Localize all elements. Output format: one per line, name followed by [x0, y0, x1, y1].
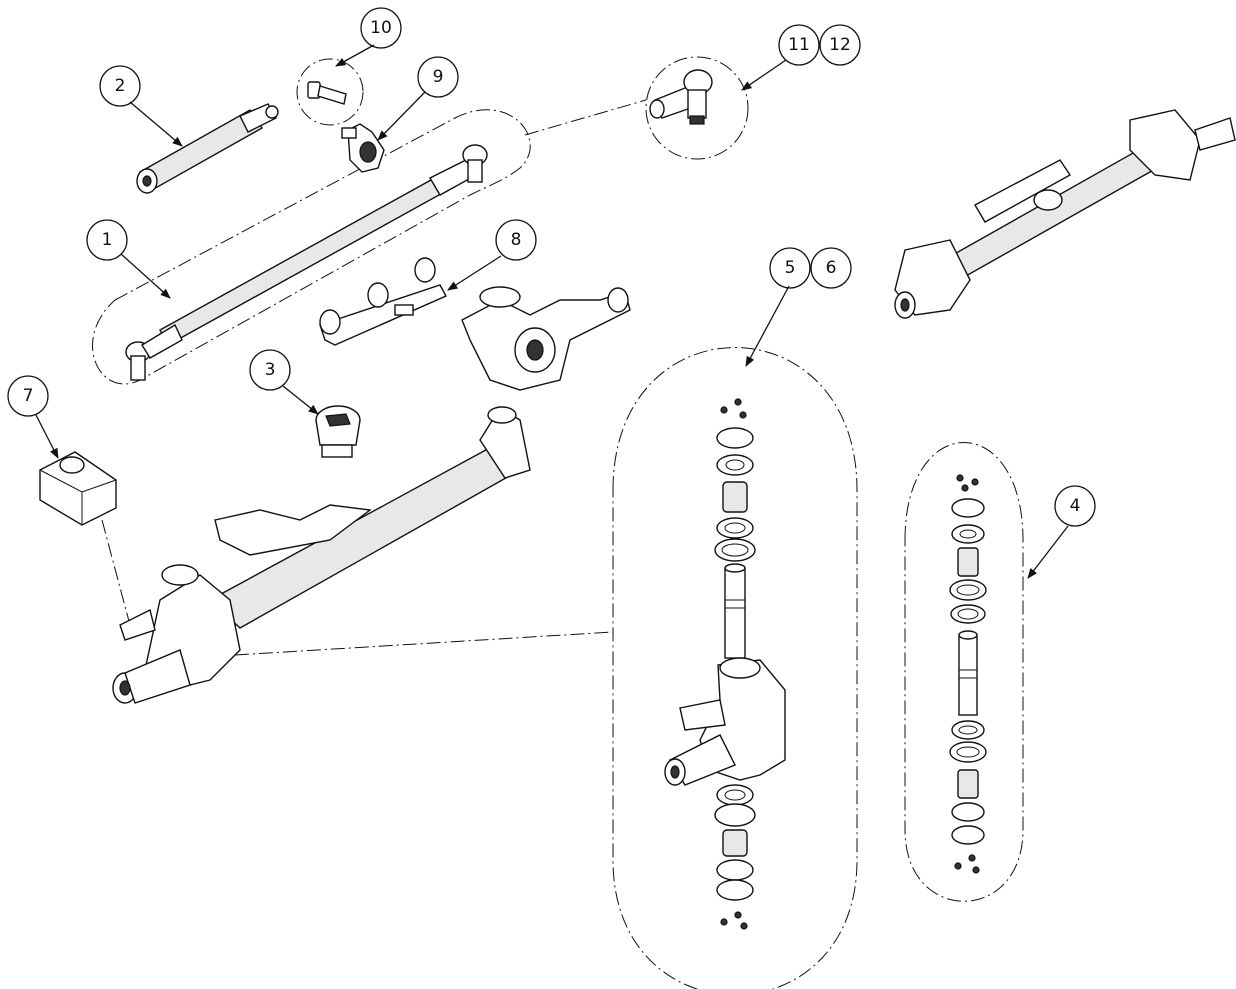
- callout-10: 10: [360, 7, 402, 49]
- leader-c7: [35, 414, 59, 459]
- part-bumper-block: [39, 451, 117, 526]
- svg-text:5: 5: [785, 258, 796, 278]
- callout-2: 2: [99, 65, 141, 107]
- svg-text:10: 10: [370, 18, 392, 38]
- svg-text:2: 2: [115, 76, 126, 96]
- leader-c3: [282, 385, 319, 415]
- callout-7: 7: [7, 375, 49, 417]
- part-knuckle-assembly: [461, 286, 631, 391]
- callout-4: 4: [1054, 485, 1096, 527]
- leader-bumper: [101, 519, 131, 626]
- svg-text:1: 1: [102, 230, 113, 250]
- detail-outline-kingpin-kit-a: [612, 347, 858, 989]
- part-steering-bracket: [319, 257, 447, 346]
- leader-c5: [745, 285, 790, 367]
- svg-text:11: 11: [788, 35, 810, 55]
- svg-text:12: 12: [829, 35, 851, 55]
- leader-kingpin: [234, 631, 614, 656]
- svg-text:7: 7: [23, 386, 34, 406]
- callout-12: 12: [819, 24, 861, 66]
- detail-outline-tie-rod: [92, 109, 531, 385]
- callout-11: 11: [778, 24, 820, 66]
- leader-tie-rod-end: [524, 99, 647, 136]
- part-tie-rod: [125, 144, 488, 381]
- callout-8: 8: [495, 219, 537, 261]
- svg-text:4: 4: [1070, 496, 1081, 516]
- callout-1: 1: [86, 219, 128, 261]
- part-assembled-axle: [894, 109, 1236, 319]
- part-kingpin-kit-b: [949, 474, 987, 874]
- callout-9: 9: [417, 56, 459, 98]
- part-front-axle: [112, 406, 531, 704]
- svg-text:9: 9: [433, 67, 444, 87]
- leader-c2: [129, 101, 183, 147]
- leader-c9: [377, 91, 426, 141]
- leader-c11: [741, 59, 787, 91]
- part-shock-absorber: [136, 103, 279, 194]
- detail-outline-tie-rod-end: [645, 56, 749, 160]
- callout-6: 6: [810, 247, 852, 289]
- svg-text:8: 8: [511, 230, 522, 250]
- callout-5: 5: [769, 247, 811, 289]
- leader-c1: [120, 253, 171, 299]
- svg-text:6: 6: [826, 258, 837, 278]
- detail-outline-bolt: [296, 58, 364, 126]
- leader-c4: [1027, 525, 1069, 579]
- part-kingpin-kit-a: [664, 398, 786, 930]
- detail-outline-kingpin-kit-b: [904, 442, 1024, 902]
- svg-text:3: 3: [265, 360, 276, 380]
- callout-3: 3: [249, 349, 291, 391]
- part-bolt: [307, 81, 347, 105]
- part-cap: [315, 405, 361, 458]
- part-clamp: [341, 123, 385, 173]
- leader-c8: [447, 255, 502, 291]
- leader-c10: [335, 44, 375, 67]
- part-tie-rod-end: [649, 69, 713, 125]
